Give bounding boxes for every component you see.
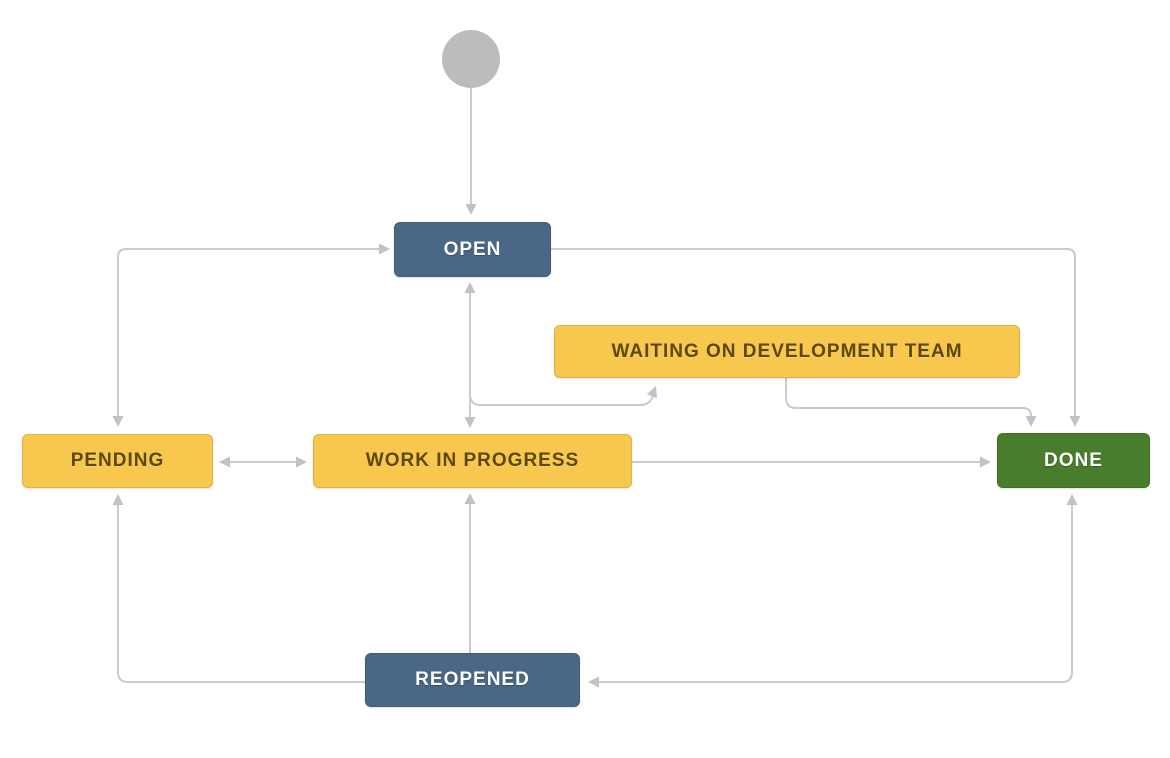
arrowhead-icon <box>1025 416 1037 427</box>
transition-line-pending-open-pair <box>117 248 379 416</box>
status-node-open[interactable]: OPEN <box>394 222 551 277</box>
arrowhead-icon <box>980 456 991 468</box>
status-label: PENDING <box>70 450 165 471</box>
arrowhead-icon <box>646 386 657 399</box>
status-label: DONE <box>1044 449 1103 471</box>
arrowhead-icon <box>1066 494 1078 505</box>
transition-line-reopened-to-pending <box>117 505 365 683</box>
start-node-circle[interactable] <box>442 30 500 88</box>
arrowhead-icon <box>588 676 599 688</box>
status-label: WAITING ON DEVELOPMENT TEAM <box>611 340 963 362</box>
transition-line-done-reopened-pair <box>599 505 1073 683</box>
arrowhead-icon <box>219 456 230 468</box>
status-node-reopened[interactable]: REOPENED <box>365 653 580 707</box>
status-node-done[interactable]: DONE <box>997 433 1150 488</box>
status-node-waiting[interactable]: WAITING ON DEVELOPMENT TEAM <box>554 325 1020 378</box>
arrowhead-icon <box>1069 416 1081 427</box>
arrowhead-icon <box>379 243 390 255</box>
arrowhead-icon <box>296 456 307 468</box>
status-label: OPEN <box>443 238 502 260</box>
status-node-pending[interactable]: PENDING <box>22 434 213 488</box>
transition-line-waiting-to-done <box>785 378 1032 418</box>
transition-line-open-to-done <box>551 248 1076 416</box>
arrowhead-icon <box>465 204 477 215</box>
status-label: REOPENED <box>415 669 530 690</box>
arrowhead-icon <box>112 416 124 427</box>
status-node-wip[interactable]: WORK IN PROGRESS <box>313 434 632 488</box>
status-label: WORK IN PROGRESS <box>365 450 580 471</box>
arrowhead-icon <box>112 494 124 505</box>
arrowhead-icon <box>464 417 476 428</box>
transition-line-wip-to-waiting <box>469 393 655 406</box>
arrowhead-icon <box>464 282 476 293</box>
arrowhead-icon <box>464 493 476 504</box>
